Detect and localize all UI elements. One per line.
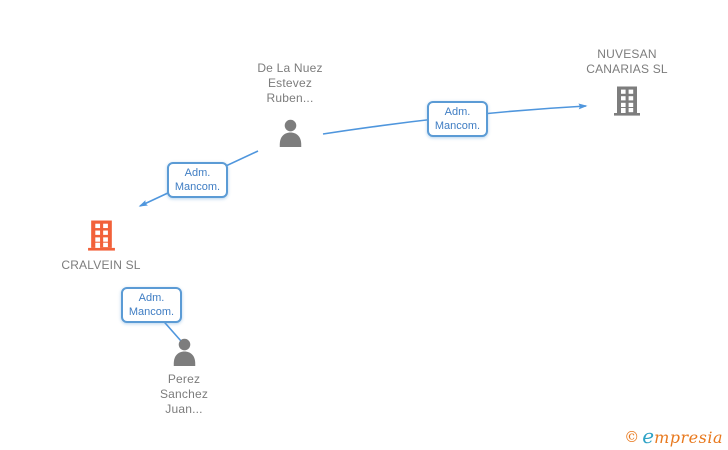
node-label: CRALVEIN SL	[41, 258, 161, 273]
node-label-line: De La Nuez	[257, 61, 323, 75]
brand-name: mpresia	[654, 428, 723, 447]
node-label: Perez Sanchez Juan...	[124, 372, 244, 417]
node-label: De La Nuez Estevez Ruben...	[230, 61, 350, 106]
node-nuvesan-canarias[interactable]: NUVESAN CANARIAS SL	[567, 47, 687, 116]
edge-label-adm-mancom-1[interactable]: Adm. Mancom.	[427, 101, 488, 137]
node-label-line: Perez	[167, 372, 201, 386]
company-building-icon	[614, 86, 640, 116]
copyright-icon: ©	[624, 428, 640, 446]
person-icon	[279, 119, 301, 147]
node-cralvein[interactable]: CRALVEIN SL	[41, 220, 161, 273]
node-perez-sanchez[interactable]: Perez Sanchez Juan...	[124, 338, 244, 417]
node-label-line: Juan...	[165, 402, 203, 416]
node-label: NUVESAN CANARIAS SL	[567, 47, 687, 77]
node-label-line: CRALVEIN SL	[61, 258, 141, 272]
edge-label-adm-mancom-3[interactable]: Adm. Mancom.	[121, 287, 182, 323]
node-label-line: CANARIAS SL	[586, 62, 668, 76]
edge-label-adm-mancom-2[interactable]: Adm. Mancom.	[167, 162, 228, 198]
node-label-line: Estevez	[267, 76, 313, 90]
node-label-line: Sanchez	[159, 387, 209, 401]
person-icon	[173, 338, 195, 366]
brand-initial: e	[642, 424, 655, 448]
empresia-logo: ©empresia	[624, 424, 723, 448]
node-de-la-nuez[interactable]: De La Nuez Estevez Ruben...	[230, 61, 350, 147]
node-label-line: Ruben...	[266, 91, 314, 105]
node-label-line: NUVESAN	[597, 47, 657, 61]
company-building-icon-highlighted	[87, 220, 115, 251]
